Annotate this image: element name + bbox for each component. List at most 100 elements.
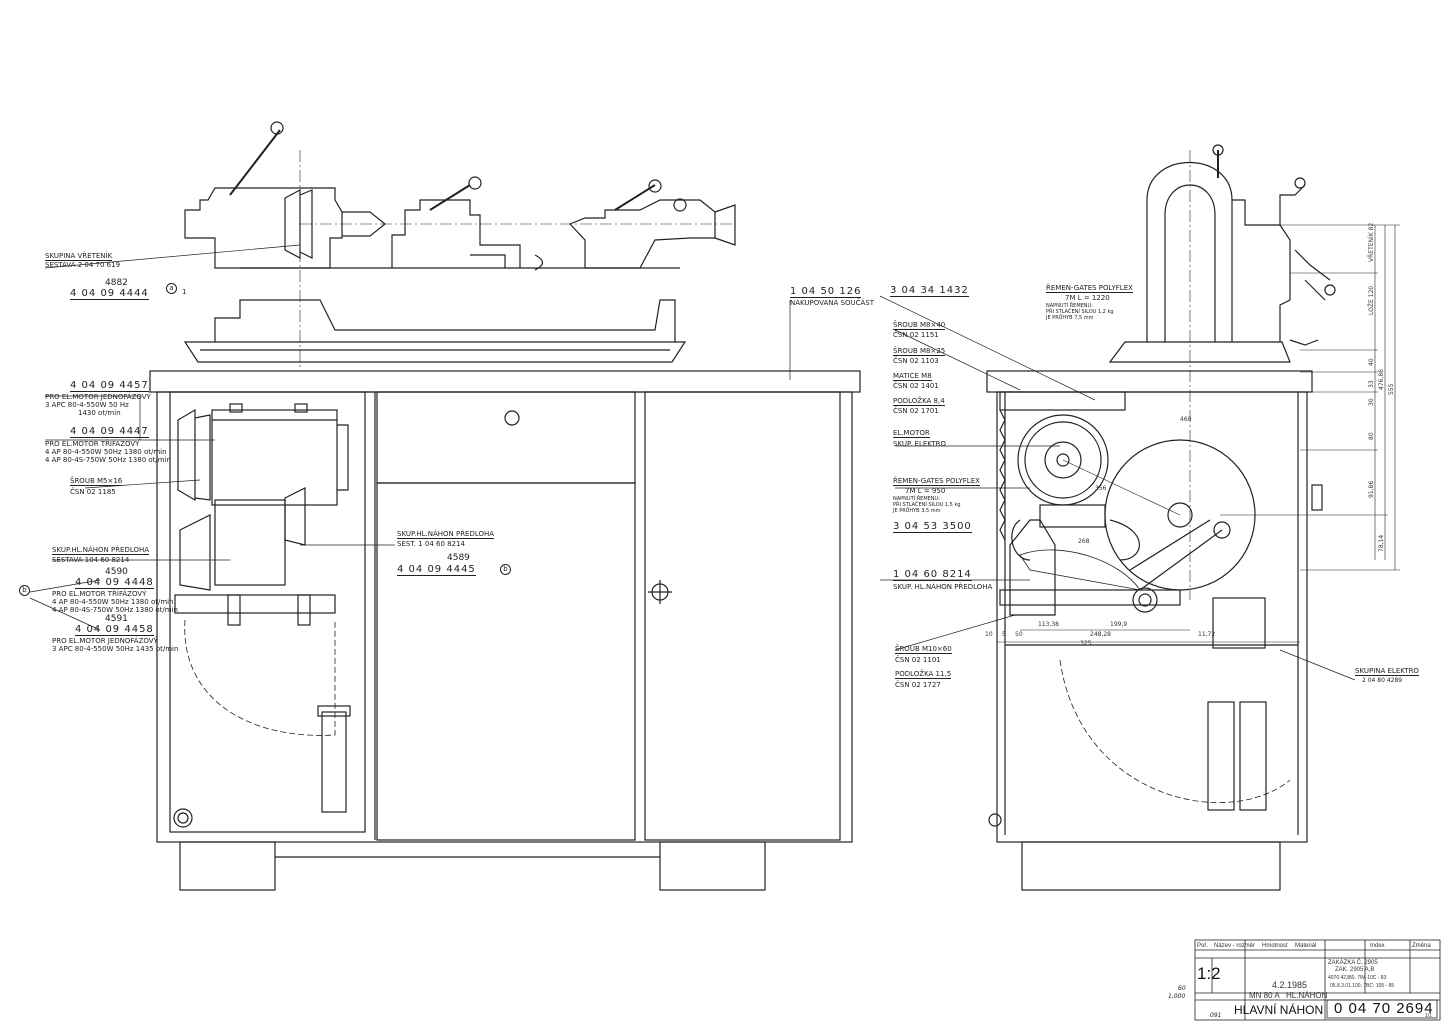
spindle-group-assembly: SESTAVA 2 04 70 619 xyxy=(45,261,121,269)
motor-single-1-number: 4 04 09 4457 xyxy=(70,380,149,392)
screw-m8x25-title: ŠROUB M8×25 xyxy=(893,347,946,356)
belt1-line1: NAPNUTÍ ŘEMENU: xyxy=(1046,303,1093,309)
washer-84-std: ČSN 02 1701 xyxy=(893,407,939,415)
motor-three-2-line1: PRO EL.MOTOR TŘÍFÁZOVÝ xyxy=(52,590,147,598)
screw-m10-std: ČSN 02 1101 xyxy=(895,656,941,664)
motor-three-2-number: 4 04 09 4448 xyxy=(75,577,154,589)
motor-three-1-line2: 4 AP 80-4-550W 50Hz 1380 ot/min xyxy=(45,448,167,456)
washer-115-std: ČSN 02 1727 xyxy=(895,681,941,689)
screw-m5-title: ŠROUB M5×16 xyxy=(70,477,123,486)
tb-header-pos: Poř. xyxy=(1197,943,1209,949)
tb-header-index: Index xyxy=(1370,943,1385,949)
belt1-line3: JE PRŮHYB 7,5 mm xyxy=(1046,315,1094,321)
washer-84-title: PODLOŽKA 8,4 xyxy=(893,397,945,406)
belt2-spec: 7M L = 950 xyxy=(905,487,946,495)
tb-note2: 05.8.3.01.100, 7BC: 105 - 85 xyxy=(1330,983,1395,989)
electro-group-number: 2 04 80 4289 xyxy=(1362,677,1403,684)
dim-268: 268 xyxy=(1078,538,1090,545)
dim-1172: 11,72 xyxy=(1198,631,1216,638)
belt1-spec: 7M L = 1220 xyxy=(1065,294,1110,302)
motor-single-2-number: 4 04 09 4458 xyxy=(75,624,154,636)
spindle-mark: 1 xyxy=(182,288,187,296)
dim-11338: 113,38 xyxy=(1038,621,1059,628)
belt2-title: ŘEMEN-GATES POLYFLEX xyxy=(893,477,980,486)
motor-three-2-line3: 4 AP 80-4S-750W 50Hz 1380 ot/min xyxy=(52,606,178,614)
dim-bed: LOŽE 120 xyxy=(1368,285,1375,315)
motor-single-1-line2: 3 APC 80-4-550W 50 Hz xyxy=(45,401,129,409)
countershaft-center-assembly: SEST. 1 04 60 8214 xyxy=(397,540,465,548)
dim-10: 10 xyxy=(985,631,993,638)
countershaft-center-title: SKUP.HL.NÁHON PŘEDLOHA xyxy=(397,530,495,539)
nut-m8-title: MATICE M8 xyxy=(893,372,932,381)
lathe-side-view xyxy=(1108,144,1336,600)
screw-m8x25-std: ČSN 02 1103 xyxy=(893,357,939,365)
belt2-line1: NAPNUTÍ ŘEMENU: xyxy=(893,496,940,502)
tb-header-change: Změna xyxy=(1412,943,1431,949)
nut-m8-std: ČSN 02 1401 xyxy=(893,382,939,390)
countershaft-left-assembly: SESTAVA 104 60 8214 xyxy=(52,556,130,564)
lathe-front-view xyxy=(183,121,736,370)
el-motor-group: SKUP. ELEKTRO xyxy=(893,440,946,448)
tb-scale: 1:2 xyxy=(1197,964,1221,983)
screw-m10-title: ŠROUB M10×60 xyxy=(895,645,952,654)
belt2-line2: PŘI STLAČENÍ SILOU 1,5 kg xyxy=(893,502,961,508)
countershaft-center-alt-number: 4589 xyxy=(447,553,470,563)
title-block-frame xyxy=(1194,939,1441,1021)
tb-header-name: Název - rozměr xyxy=(1214,943,1256,949)
part1-number: 3 04 34 1432 xyxy=(890,285,969,297)
screw-m8x40-title: ŠROUB M8×40 xyxy=(893,321,946,330)
dim-9186: 91,86 xyxy=(1368,480,1375,498)
dim-5: 5 xyxy=(1002,631,1006,638)
dim-325: 325 xyxy=(1080,640,1092,647)
belt1-line2: PŘI STLAČENÍ SILOU 1,2 kg xyxy=(1046,309,1114,315)
purchased-part-text: NAKUPOVANÁ SOUČÁST xyxy=(790,299,875,307)
part2-number: 3 04 53 3500 xyxy=(893,521,972,533)
tb-sheet: 1/1 xyxy=(1425,1013,1432,1019)
dim-50: 50 xyxy=(1015,631,1023,638)
countershaft-right-number: 1 04 60 8214 xyxy=(893,569,972,581)
tb-machine: MN 80 A xyxy=(1249,991,1280,1000)
leader-lines xyxy=(29,244,1356,681)
motor-single-1-line1: PRO EL.MOTOR JEDNOFÁZOVÝ xyxy=(45,393,151,401)
countershaft-center-number: 4 04 09 4445 xyxy=(397,564,476,576)
dim-30: 30 xyxy=(1368,398,1375,406)
margin-note-code: 091 xyxy=(1210,1012,1222,1019)
dim-460: 460 xyxy=(1180,416,1192,423)
tb-group: HL.NÁHON xyxy=(1286,991,1328,1000)
tb-date: 4.2.1985 xyxy=(1272,980,1308,990)
dim-1999: 199,9 xyxy=(1110,621,1128,628)
tb-note1: 4070 42380, 7IM-10C - 83 xyxy=(1328,975,1387,981)
tb-order2: ZAK. 2905 A,B xyxy=(1335,967,1375,973)
tb-title: HLAVNÍ NÁHON xyxy=(1234,1003,1324,1017)
purchased-part-number: 1 04 50 126 xyxy=(790,286,862,298)
dim-24828: 248,28 xyxy=(1090,631,1111,638)
motor-single-1-line3: 1430 ot/min xyxy=(78,409,121,417)
washer-115-title: PODLOŽKA 11,5 xyxy=(895,670,952,679)
countershaft-left-title: SKUP.HL.NÁHON PŘEDLOHA xyxy=(52,546,150,555)
ref-b-marker-left: b xyxy=(19,585,30,596)
dim-spindle: VŘETENÍK 82 xyxy=(1368,222,1375,262)
screw-m8x40-std: ČSN 02 1151 xyxy=(893,331,939,339)
motor-three-2-alt-number: 4590 xyxy=(105,567,128,577)
el-motor-title: EL.MOTOR xyxy=(893,429,930,438)
dim-80: 80 xyxy=(1368,432,1375,440)
motor-three-1-line3: 4 AP 80-4S-750W 50Hz 1380 ot/min xyxy=(45,456,171,464)
dim-356: 356 xyxy=(1095,485,1107,492)
dim-555: 555 xyxy=(1388,383,1395,395)
ref-b-marker-center: b xyxy=(500,564,511,575)
spindle-group-alt-number: 4882 xyxy=(105,278,128,288)
belt1-title: ŘEMEN-GATES POLYFLEX xyxy=(1046,284,1133,293)
electro-group-title: SKUPINA ELEKTRO xyxy=(1355,667,1419,676)
spindle-group-title: SKUPINA VŘETENÍK xyxy=(45,252,113,261)
motor-three-2-line2: 4 AP 80-4-550W 50Hz 1380 ot/min xyxy=(52,598,174,606)
dim-33: 33 xyxy=(1368,380,1375,388)
tb-drawing-number: 0 04 70 2694 xyxy=(1334,1000,1434,1017)
spindle-group-number: 4 04 09 4444 xyxy=(70,288,149,300)
motor-single-2-line2: 3 APC 80-4-550W 50Hz 1435 ot/min xyxy=(52,645,179,653)
screw-m5-std: ČSN 02 1185 xyxy=(70,488,116,496)
motor-single-2-alt-number: 4591 xyxy=(105,614,128,624)
ref-a-marker: a xyxy=(166,283,177,294)
margin-note-2: 1,000 xyxy=(1168,993,1186,1000)
belt2-line3: JE PRŮHYB 3,5 mm xyxy=(893,508,941,514)
